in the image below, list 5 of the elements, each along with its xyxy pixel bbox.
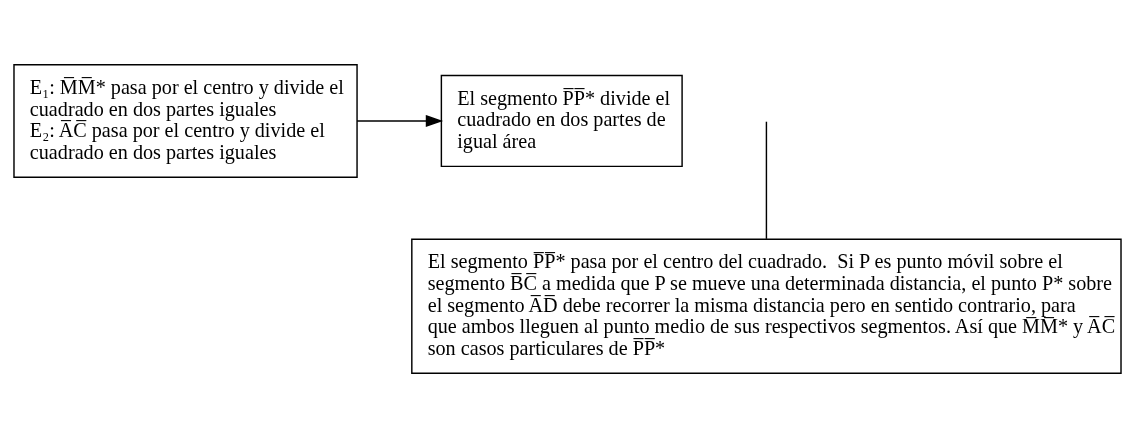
arrow (356, 114, 444, 128)
node-box: El segmento P̅P̅* divide el cuadrado en dos partes de igual área (440, 74, 683, 168)
node-box: El segmento P̅P̅* pasa por el centro del cuadrado. Si P es punto móvil sobre el segmento B̅C̅ a medida que P se mueve una determinada distancia, el punto P* sobre el segmento A̅D̅ debe recorrer la misma distancia pero en sentido contrario, para que ambos lleguen al punto medio de sus respectivos segmentos. Así que M̅M̅* y A̅C̅ son casos particulares de P̅P̅* (411, 238, 1122, 374)
connector (765, 121, 768, 240)
node-box: E₁: M̅M̅* pasa por el centro y divide el cuadrado en dos partes iguales E₂: A̅C̅ pasa por el centro y divide el cuadrado en dos partes iguales (13, 64, 358, 178)
